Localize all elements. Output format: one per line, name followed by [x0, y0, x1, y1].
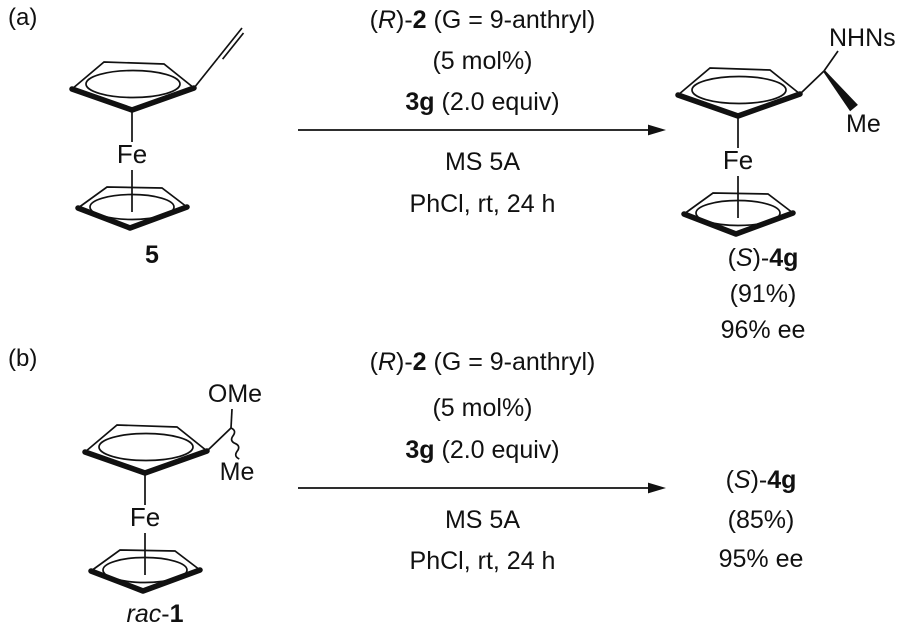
cp-ring-top-back-edges	[71, 61, 195, 90]
reagent-compound-number: 3g	[405, 436, 435, 464]
cp-ring-bottom-aromatic-ellipse	[102, 556, 188, 584]
product-b-ee: 95% ee	[718, 545, 804, 573]
product-compound-number: 4g	[769, 244, 799, 272]
rac-dash: -	[161, 600, 170, 625]
catalyst-paren-open: (	[369, 6, 378, 34]
conditions-b-sieves: MS 5A	[444, 506, 521, 534]
conditions-a-reagent: 3g (2.0 equiv)	[310, 88, 655, 117]
product-a-yield: (91%)	[729, 280, 797, 308]
ring-to-stereocenter-bond	[206, 427, 232, 452]
catalyst-compound-number: 2	[412, 6, 427, 34]
product-paren-open: (	[725, 466, 734, 494]
arrow-head	[648, 482, 666, 494]
rac-prefix: rac	[126, 600, 162, 625]
reagent-equivalents: (2.0 equiv)	[434, 88, 560, 116]
conditions-a-solvent: PhCl, rt, 24 h	[409, 190, 556, 218]
catalyst-paren-close: )-	[396, 348, 413, 376]
product-b-name: (S)-4g	[656, 466, 866, 495]
cp-ring-bottom-back-edges	[77, 186, 188, 209]
substrate-label-rac-1: rac-1	[55, 600, 255, 625]
cp-ring-top-aromatic-ellipse	[98, 432, 194, 462]
catalyst-stereodescriptor: R	[377, 6, 396, 34]
arrow-head	[648, 124, 666, 136]
product-compound-number: 4g	[767, 466, 797, 494]
vinyl-single-bond	[193, 57, 219, 89]
vinyl-double-bond-inner	[221, 32, 245, 60]
cp-ring-bottom-back-edges	[90, 549, 201, 572]
structure-product-4g: NHNs Me Fe	[675, 24, 896, 237]
cp-ring-top-front-edges	[675, 91, 803, 119]
methoxy-group-label: OMe	[208, 380, 262, 408]
structure-vinylferrocene-5: Fe	[69, 27, 245, 231]
product-paren-close: )-	[750, 466, 768, 494]
conditions-a-loading: (5 mol%)	[432, 47, 533, 75]
cp-ring-bottom-aromatic-ellipse	[89, 193, 175, 221]
conditions-b-solvent: PhCl, rt, 24 h	[409, 547, 556, 575]
product-stereodescriptor: S	[733, 466, 751, 494]
vinyl-double-bond-outer	[217, 27, 243, 59]
cp-ring-top-aromatic-ellipse	[85, 69, 181, 99]
nhns-group-label: NHNs	[829, 24, 896, 52]
product-paren-open: (	[727, 244, 736, 272]
conditions-b-reagent: 3g (2.0 equiv)	[310, 436, 655, 465]
product-a-name: (S)-4g	[658, 244, 868, 273]
conditions-a-catalyst: (R)-2 (G = 9-anthryl)	[310, 6, 655, 35]
panel-label-a: (a)	[8, 4, 38, 31]
conditions-b-catalyst: (R)-2 (G = 9-anthryl)	[310, 348, 655, 377]
catalyst-substituent-note: (G = 9-anthryl)	[426, 348, 596, 376]
cp-ring-top-front-edges	[82, 448, 210, 476]
cp-ring-top-back-edges	[84, 424, 208, 453]
methyl-wedge-bond	[823, 70, 858, 112]
ring-to-stereocenter-bond	[799, 70, 825, 95]
fe-atom-label: Fe	[117, 139, 147, 169]
catalyst-paren-close: )-	[396, 6, 413, 34]
catalyst-stereodescriptor: R	[377, 348, 396, 376]
reaction-arrow-b	[298, 482, 666, 494]
methyl-group-label: Me	[846, 110, 881, 138]
product-paren-close: )-	[752, 244, 770, 272]
catalyst-paren-open: (	[369, 348, 378, 376]
conditions-a-sieves: MS 5A	[444, 148, 521, 176]
cp-ring-top-aromatic-ellipse	[691, 75, 787, 105]
stereocenter-to-ome-bond	[230, 408, 233, 429]
substrate-label-5: 5	[145, 241, 159, 269]
rac-compound-number: 1	[169, 600, 184, 625]
fe-atom-label: Fe	[723, 145, 753, 175]
cp-ring-bottom-aromatic-ellipse	[695, 199, 781, 227]
reaction-arrow-a	[298, 124, 666, 136]
structure-rac-1: OMe Me Fe	[82, 380, 262, 594]
conditions-b-loading: (5 mol%)	[432, 394, 533, 422]
cp-ring-top-back-edges	[677, 67, 801, 96]
methyl-group-label: Me	[220, 458, 255, 486]
catalyst-compound-number: 2	[412, 348, 427, 376]
panel-label-b: (b)	[8, 345, 38, 372]
racemic-squiggle-bond	[230, 427, 240, 460]
cp-ring-top-front-edges	[69, 85, 197, 113]
reagent-equivalents: (2.0 equiv)	[434, 436, 560, 464]
product-b-yield: (85%)	[727, 506, 795, 534]
product-a-ee: 96% ee	[720, 316, 806, 344]
reagent-compound-number: 3g	[405, 88, 435, 116]
catalyst-substituent-note: (G = 9-anthryl)	[426, 6, 596, 34]
cp-ring-bottom-back-edges	[683, 192, 794, 215]
fe-atom-label: Fe	[130, 502, 160, 532]
product-stereodescriptor: S	[735, 244, 753, 272]
stereocenter-to-nhns-bond	[823, 50, 839, 72]
